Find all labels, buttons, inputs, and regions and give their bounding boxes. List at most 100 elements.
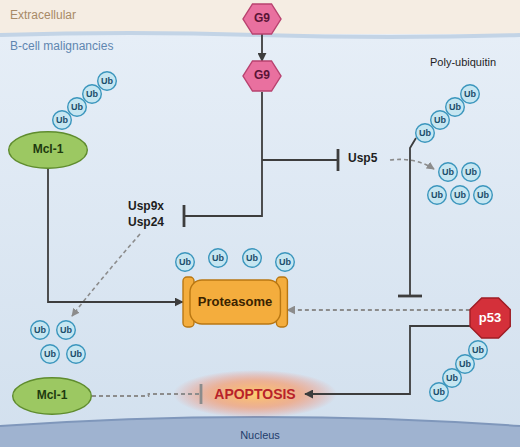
node-text: Ub — [434, 115, 446, 125]
ubiquitin-circle: Ub — [66, 344, 86, 364]
proteasome-complex: Proteasome — [183, 280, 287, 324]
node-text: Ub — [71, 102, 83, 112]
cell-region: B-cell malignanciesG9UbUbUbUbMcl-1UbUbUb… — [0, 34, 520, 423]
node-text: Extracellular — [10, 9, 76, 23]
cytoplasm-ground — [0, 34, 520, 447]
node-text: Ub — [279, 257, 291, 267]
node-text: Ub — [86, 89, 98, 99]
node-text: G9 — [254, 12, 270, 26]
enzyme-label: Usp9x — [128, 200, 164, 214]
ubiquitin-circle: Ub — [438, 162, 458, 182]
p53-protein: p53 — [470, 298, 510, 338]
inhibition-bar — [398, 295, 422, 298]
node-text: Ub — [101, 76, 113, 86]
ubiquitin-circle-shape — [83, 85, 102, 104]
ubiquitin-circle-shape — [431, 111, 450, 130]
node-text: Ub — [44, 349, 56, 359]
ubiquitin-circle-shape — [474, 186, 493, 205]
ubiquitin-circle: Ub — [208, 248, 228, 268]
node-text: Ub — [34, 325, 46, 335]
enzyme-label: Usp5 — [348, 152, 377, 166]
proteasome-complex-shape — [190, 280, 280, 324]
dashed-connector — [92, 394, 201, 396]
ubiquitin-circle-shape — [276, 253, 295, 272]
mcl1-protein: Mcl-1 — [8, 131, 88, 169]
ubiquitin-circle-shape — [446, 98, 465, 117]
extracellular-ground — [0, 0, 520, 36]
apoptosis-label: APOPTOSIS — [205, 383, 305, 405]
arrow-connector — [261, 34, 263, 61]
ubiquitin-circle-shape — [462, 163, 481, 182]
ubiquitin-circle: Ub — [175, 252, 195, 272]
inhibition-bar — [200, 384, 203, 404]
node-text: Ub — [246, 253, 258, 263]
ubiquitin-circle-shape — [98, 72, 117, 91]
mcl1-protein-shape — [9, 132, 88, 169]
dashed-connector — [287, 309, 470, 311]
ubiquitin-circle: Ub — [461, 162, 481, 182]
g9-hexagon-shape — [243, 61, 281, 91]
nuclear-envelope — [0, 417, 520, 426]
node-text: Ub — [70, 349, 82, 359]
mcl1-protein-shape — [13, 378, 92, 415]
ubiquitin-circle-shape — [176, 253, 195, 272]
ubiquitin-circle-shape — [243, 249, 262, 268]
ubiquitin-circle-shape — [461, 85, 480, 104]
ubiquitin-circle: Ub — [473, 185, 493, 205]
g9-to-usp9x-line — [184, 92, 262, 216]
usp9x-dashed-arrow — [72, 234, 140, 316]
g9-hexagon-shape — [243, 4, 281, 34]
ubiquitin-circle: Ub — [460, 84, 480, 104]
ubiquitin-circle-shape — [41, 345, 60, 364]
cell-region-outline — [0, 34, 520, 423]
node-text: G9 — [254, 69, 270, 83]
node-text: Mcl-1 — [33, 143, 64, 157]
enzyme-label: Usp24 — [128, 216, 164, 230]
ubiquitin-circle: Ub — [40, 344, 60, 364]
node-text: Ub — [419, 128, 431, 138]
node-text: B-cell malignancies — [10, 40, 113, 54]
node-text: Ub — [56, 115, 68, 125]
ubiquitin-circle-shape — [57, 321, 76, 340]
p53-protein-shape — [470, 298, 510, 338]
node-text: Ub — [477, 190, 489, 200]
node-text: Ub — [433, 387, 445, 397]
ubiquitin-circle-shape — [416, 124, 435, 143]
node-text: Ub — [465, 167, 477, 177]
ubiquitin-circle: Ub — [56, 320, 76, 340]
ubiquitin-circle: Ub — [429, 382, 449, 402]
ubiquitin-circle: Ub — [450, 185, 470, 205]
node-text: p53 — [479, 311, 501, 326]
ubiquitin-circle-shape — [68, 98, 87, 117]
ubiquitin-circle-shape — [430, 383, 449, 402]
g9-hexagon: G9 — [243, 61, 281, 91]
node-text: Ub — [212, 253, 224, 263]
node-text: Mcl-1 — [37, 389, 68, 403]
ubiquitin-circle: Ub — [97, 71, 117, 91]
ubiquitin-circle: Ub — [242, 248, 262, 268]
nucleus-band: Nucleus — [0, 423, 520, 447]
node-text: Ub — [459, 359, 471, 369]
chain-label: Poly-ubiquitin — [430, 56, 496, 69]
node-text: Ub — [446, 373, 458, 383]
ubiquitin-circle-shape — [67, 345, 86, 364]
ubiquitin-circle-shape — [439, 163, 458, 182]
node-text: Ub — [179, 257, 191, 267]
node-text: Proteasome — [198, 295, 272, 310]
arrow-connector — [305, 326, 470, 394]
node-text: Ub — [454, 190, 466, 200]
g9-hexagon: G9 — [243, 4, 281, 34]
inhibition-bar — [183, 205, 186, 227]
ubiquitin-circle-shape — [31, 321, 50, 340]
usp5-dashed-arrow — [390, 159, 434, 169]
ubiquitin-circle: Ub — [30, 320, 50, 340]
ubiquitin-circle: Ub — [275, 252, 295, 272]
node-text: Ub — [472, 345, 484, 355]
node-text: APOPTOSIS — [214, 386, 295, 402]
polyubiquitin-line — [410, 138, 416, 296]
node-text: Ub — [442, 167, 454, 177]
nucleus-ground — [0, 417, 520, 447]
node-text: Ub — [60, 325, 72, 335]
ubiquitin-circle-shape — [451, 186, 470, 205]
